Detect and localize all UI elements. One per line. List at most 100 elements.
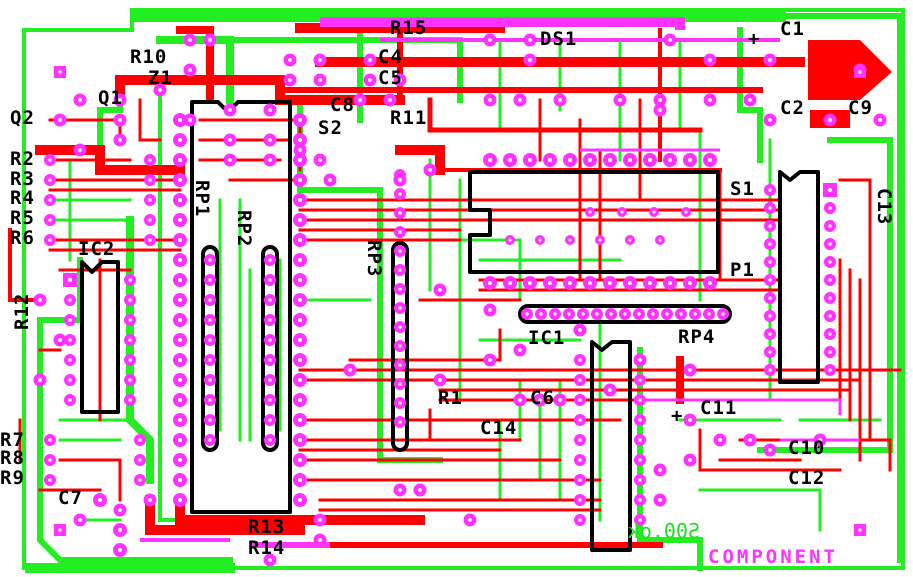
via-pad-drill	[538, 238, 542, 242]
rp1-body	[201, 245, 219, 452]
ref-label-c7: C7	[58, 487, 83, 509]
rp3-pad-drill	[398, 249, 402, 253]
component-pad-drill	[228, 138, 232, 142]
ic1-pad-drill	[578, 438, 582, 442]
rp3-pad-drill	[398, 363, 402, 367]
component-pad-drill	[228, 158, 232, 162]
component-pad-drill	[878, 118, 882, 122]
component-pad-drill	[398, 488, 402, 492]
ref-label-ds1: DS1	[540, 28, 577, 50]
rp3-pad-drill	[398, 325, 402, 329]
rp3-pad-drill	[398, 192, 402, 196]
component-pad-drill	[78, 148, 82, 152]
component-pad-drill	[38, 378, 42, 382]
ref-label-s2: S2	[318, 117, 343, 139]
ref-label-c10: C10	[788, 437, 825, 459]
socket-pad-drill	[178, 418, 182, 422]
socket-top-pad-drill	[548, 158, 552, 162]
component-pad-drill	[368, 78, 372, 82]
p1-pad-drill	[828, 206, 832, 210]
p1-pad-drill	[828, 368, 832, 372]
component-pad-drill	[468, 518, 472, 522]
ic1-outline	[590, 340, 632, 552]
ic2-pad-drill	[128, 298, 132, 302]
ic2-pad-drill	[68, 398, 72, 402]
socket-pad-drill	[178, 178, 182, 182]
rp1-pad-drill	[208, 258, 212, 262]
p1-pad-drill	[768, 350, 772, 354]
socket-pad-drill	[178, 218, 182, 222]
socket-top-pad-drill	[648, 158, 652, 162]
component-pad-drill	[398, 78, 402, 82]
p1-pad-drill	[828, 350, 832, 354]
c7-pad-drill	[118, 528, 122, 532]
rp3-pad-drill	[398, 420, 402, 424]
c1-polarity-mark: +	[748, 28, 760, 50]
ref-label-r7: R7	[0, 429, 25, 451]
rp4-pad-drill	[595, 312, 599, 316]
socket-pad-drill	[298, 338, 302, 342]
resistor-pad-drill	[48, 458, 52, 462]
p1-pad-drill	[828, 242, 832, 246]
ref-label-r13: R13	[248, 516, 285, 538]
ic2-pad-drill	[128, 398, 132, 402]
component-pad-drill	[528, 58, 532, 62]
socket-bottom-pad-drill	[688, 281, 692, 285]
component-pad-drill	[268, 108, 272, 112]
ref-label-r5: R5	[10, 207, 35, 229]
socket-pad-drill	[178, 138, 182, 142]
component-pad-drill	[618, 98, 622, 102]
ref-label-r11: R11	[390, 107, 427, 129]
ic1-pad-drill	[638, 398, 642, 402]
rp1-pad-drill	[208, 318, 212, 322]
via-pad-drill	[684, 210, 688, 214]
socket-top-pad-drill	[628, 158, 632, 162]
ref-label-rp1: RP1	[191, 180, 213, 217]
component-pad-drill	[78, 518, 82, 522]
ic2-pad-drill	[128, 278, 132, 282]
ic2-outline	[80, 260, 120, 414]
component-pad-drill	[578, 328, 582, 332]
ref-label-r2: R2	[10, 148, 35, 170]
socket-pad-drill	[178, 318, 182, 322]
socket-pad-drill	[178, 118, 182, 122]
component-pad-drill	[318, 58, 322, 62]
ref-label-c14: C14	[480, 417, 517, 439]
ref-label-rp2: RP2	[233, 210, 255, 247]
rp4-pad-drill	[665, 312, 669, 316]
ic2-pad-drill	[68, 338, 72, 342]
ic1-pad-drill	[578, 358, 582, 362]
p1-pad-drill	[828, 278, 832, 282]
socket-pad-drill	[298, 378, 302, 382]
ic1-pad-drill	[638, 418, 642, 422]
mounting-hole-drill	[858, 70, 862, 74]
socket-top-pad-drill	[528, 158, 532, 162]
socket-pad-drill	[298, 138, 302, 142]
ref-label-q2: Q2	[10, 107, 35, 129]
ic1-pad-drill	[638, 438, 642, 442]
component-pad-drill	[58, 118, 62, 122]
resistor-pad-drill	[148, 178, 152, 182]
ref-label-r12: R12	[11, 293, 33, 330]
socket-pad-drill	[298, 438, 302, 442]
component-pad-drill	[558, 98, 562, 102]
mirror-label: S00.ok	[628, 519, 700, 543]
component-pad-drill	[818, 438, 822, 442]
socket-pad-drill	[178, 278, 182, 282]
rp4-pad-drill	[567, 312, 571, 316]
ref-label-s1: S1	[730, 178, 755, 200]
ic2-pin1-pad-drill	[68, 278, 72, 282]
mounting-hole-drill	[858, 528, 862, 532]
rp3-pad-drill	[398, 287, 402, 291]
socket-bottom-pad-drill	[628, 281, 632, 285]
socket-pad-drill	[178, 198, 182, 202]
ref-label-r8: R8	[0, 447, 25, 469]
rp1-pad-drill	[208, 358, 212, 362]
resistor-pad-drill	[148, 158, 152, 162]
socket-pad-drill	[298, 498, 302, 502]
rp4-pad-drill	[707, 312, 711, 316]
component-pad-drill	[348, 368, 352, 372]
ref-label-c1: C1	[780, 18, 805, 40]
ic2-pad-drill	[128, 378, 132, 382]
